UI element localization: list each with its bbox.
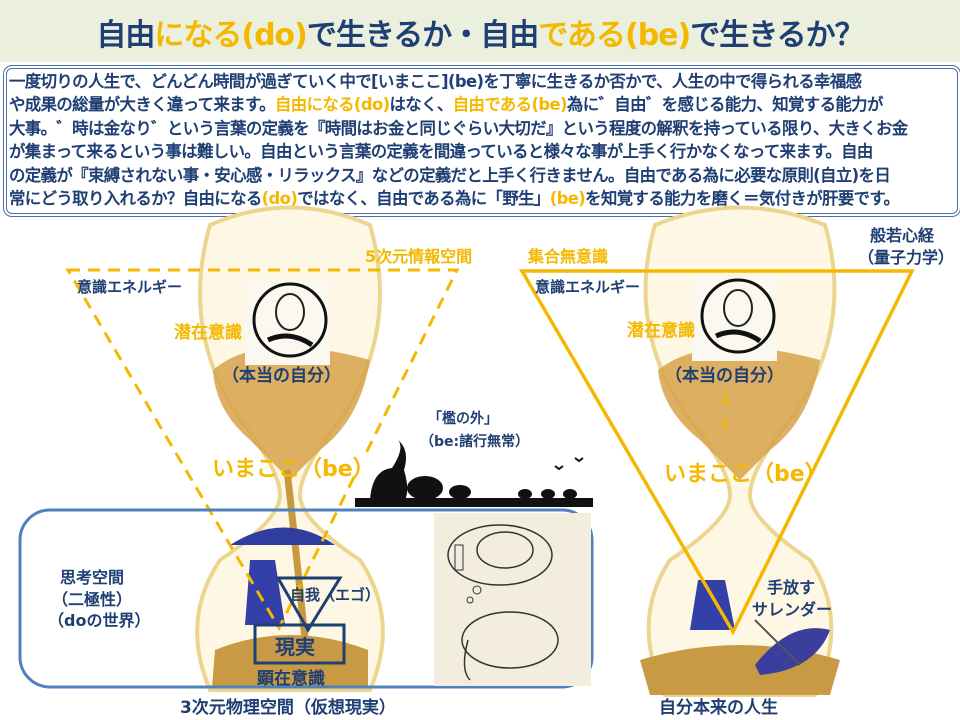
solid-triangle-collective bbox=[518, 269, 915, 636]
paragraph-text: 常にどう取り入れるか？自由になる bbox=[9, 189, 262, 209]
label-conscious-mind: 顕在意識 bbox=[257, 669, 325, 689]
label-own-life: 自分本来の人生 bbox=[659, 698, 778, 718]
label-do-world: （doの世界） bbox=[48, 611, 151, 630]
label-subconscious-left: 潜在意識 bbox=[174, 323, 242, 343]
label-3d-physical-space: 3次元物理空間（仮想現実） bbox=[180, 698, 396, 718]
paragraph-line: 常にどう取り入れるか？自由になる(do)ではなく、自由である為に「野生」(be)… bbox=[9, 187, 955, 210]
title-segment: で生きるか？ bbox=[690, 18, 864, 53]
paragraph-text: の定義が『束縛されない事・安心感・リラックス』などの定義だと上手く行きません。自… bbox=[9, 165, 891, 185]
paragraph-text: 一度切りの人生で、どんどん時間が過ぎていく中で[いまここ](be)を丁寧に生きる… bbox=[9, 72, 862, 91]
paragraph-text: が集まって来るという事は難しい。自由という言葉の定義を間違っていると様々な事が上… bbox=[9, 142, 873, 162]
label-collective-unconscious: 集合無意識 bbox=[528, 247, 609, 266]
paragraph-line: や成果の総量が大きく違って来ます。自由になる(do)はなく、自由である(be)為… bbox=[9, 93, 955, 116]
elephant-sketch-image bbox=[434, 513, 591, 686]
highlighted-text: (be) bbox=[549, 189, 586, 209]
explanation-box: 一度切りの人生で、どんどん時間が過ぎていく中で[いまここ](be)を丁寧に生きる… bbox=[3, 65, 960, 217]
dropped-umbrella-icon bbox=[755, 628, 830, 675]
portrait-left bbox=[245, 280, 330, 365]
label-consciousness-energy-left: 意識エネルギー bbox=[77, 278, 183, 296]
title-segment: になる(do) bbox=[154, 18, 308, 53]
label-outside-cage: 「檻の外」 bbox=[428, 411, 498, 427]
left-hourglass-image bbox=[195, 205, 385, 692]
arrow-down-icon: ↓ bbox=[719, 389, 733, 408]
paragraph-line: が集まって来るという事は難しい。自由という言葉の定義を間違っていると様々な事が上… bbox=[9, 140, 955, 163]
label-imakoko-left: いまここ（be） bbox=[212, 457, 375, 482]
label-consciousness-energy-right: 意識エネルギー bbox=[535, 278, 641, 296]
highlighted-text: 自由になる(do) bbox=[274, 95, 390, 115]
slide-title: 自由になる(do)で生きるか・自由である(be)で生きるか？ bbox=[0, 10, 960, 54]
label-duality: （二極性） bbox=[52, 590, 133, 609]
ego-triangle bbox=[275, 576, 343, 633]
highlighted-text: 自由である(be) bbox=[452, 95, 568, 115]
title-segment: である(be) bbox=[538, 18, 691, 53]
label-subconscious-right: 潜在意識 bbox=[627, 321, 695, 341]
paragraph-text: ではなく、自由である為に「野生」 bbox=[297, 189, 550, 209]
label-true-self-left: （本当の自分） bbox=[222, 366, 341, 386]
label-imakoko-right: いまここ（be） bbox=[664, 462, 827, 487]
reality-box bbox=[253, 623, 346, 665]
label-5d-information-space: 5次元情報空間 bbox=[365, 247, 473, 266]
paragraph-line: 一度切りの人生で、どんどん時間が過ぎていく中で[いまここ](be)を丁寧に生きる… bbox=[9, 70, 955, 93]
girl-figure bbox=[245, 560, 285, 625]
label-thinking-space: 思考空間 bbox=[60, 568, 125, 587]
label-heart-sutra: 般若心経 bbox=[870, 226, 935, 245]
highlighted-text: (do) bbox=[261, 189, 298, 209]
savanna-silhouette-image bbox=[355, 440, 593, 507]
label-let-go: 手放す bbox=[767, 578, 816, 597]
paragraph-line: 大事。゛時は金なり゛という言葉の定義を『時間はお金と同じぐらい大切だ』という程度… bbox=[9, 117, 955, 140]
paragraph-text: や成果の総量が大きく違って来ます。 bbox=[9, 95, 276, 115]
label-be-impermanence: （be:諸行無常） bbox=[420, 434, 530, 450]
umbrella-icon bbox=[230, 527, 335, 545]
title-segment: で生きるか・自由 bbox=[306, 18, 539, 53]
paragraph-text: を知覚する能力を磨く＝気付きが肝要です。 bbox=[585, 189, 900, 209]
label-reality: 現実 bbox=[275, 635, 315, 659]
label-true-self-right: （本当の自分） bbox=[665, 366, 784, 386]
paragraph-text: はなく、 bbox=[389, 95, 454, 115]
paragraph-text: 為に゛自由゛を感じる能力、知覚する能力が bbox=[566, 95, 883, 115]
paragraph-line: の定義が『束縛されない事・安心感・リラックス』などの定義だと上手く行きません。自… bbox=[9, 164, 955, 187]
dashed-triangle-5d bbox=[65, 268, 460, 632]
title-segment: 自由 bbox=[96, 18, 155, 53]
arrow-down-icon: ↓ bbox=[719, 414, 733, 433]
portrait-right bbox=[692, 276, 777, 361]
label-ego: 自我（エゴ） bbox=[290, 586, 381, 604]
label-quantum-mechanics: （量子力学） bbox=[858, 248, 955, 267]
paragraph-text: 大事。゛時は金なり゛という言葉の定義を『時間はお金と同じぐらい大切だ』という程度… bbox=[9, 118, 908, 138]
label-surrender: サレンダー bbox=[752, 600, 833, 619]
header-bar: 自由になる(do)で生きるか・自由である(be)で生きるか？ bbox=[0, 0, 960, 62]
thinking-space-frame bbox=[18, 508, 594, 689]
